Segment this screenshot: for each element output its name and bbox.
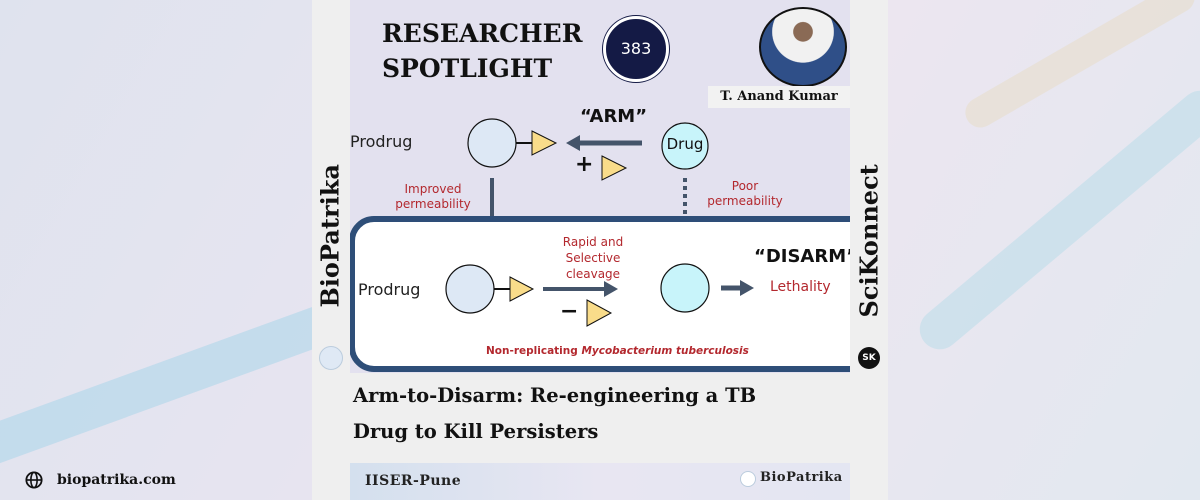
biopatrika-logo-icon — [319, 346, 343, 370]
disarm-label: “DISARM” — [754, 246, 850, 267]
cleavage-arrow — [604, 281, 618, 297]
article-title[interactable]: Arm-to-Disarm: Re-engineering a TB Drug … — [353, 384, 757, 443]
researcher-avatar — [759, 7, 847, 87]
arm-arrow — [566, 135, 580, 151]
prodrug-circle — [467, 118, 517, 168]
drug-circle — [661, 122, 709, 170]
dna-decoration — [911, 82, 1200, 358]
minus-sign: − — [560, 299, 579, 324]
poor-permeability: Poor permeability — [707, 179, 783, 208]
dna-decoration — [959, 0, 1200, 133]
bacterium-caption: Non-replicating Mycobacterium tuberculos… — [486, 345, 749, 357]
drug-label: Drug — [666, 135, 704, 153]
left-brand: BioPatrika — [315, 164, 345, 308]
graphical-abstract: RESEARCHER SPOTLIGHT 383 T. Anand Kumar … — [350, 0, 850, 373]
lethality-label: Lethality — [770, 279, 831, 295]
website-link[interactable]: biopatrika.com — [25, 471, 176, 489]
right-brand: SciKonnect — [854, 164, 884, 318]
institute: IISER-Pune — [365, 473, 462, 489]
sciKonnect-logo-icon: SK — [858, 347, 880, 369]
arm-label: “ARM” — [580, 106, 648, 127]
researcher-name: T. Anand Kumar — [708, 86, 850, 108]
website-text: biopatrika.com — [57, 472, 176, 488]
plus-sign: + — [575, 152, 594, 177]
footer-brand: BioPatrika — [760, 470, 843, 485]
improved-permeability: Improved permeability — [395, 182, 471, 211]
globe-icon — [25, 471, 43, 489]
bacterium-membrane — [350, 216, 850, 372]
spotlight-title: RESEARCHER SPOTLIGHT — [382, 19, 583, 83]
promoiety-triangle — [531, 130, 558, 156]
prodrug-label: Prodrug — [350, 132, 413, 151]
cleavage-label: Rapid and Selective cleavage — [562, 235, 624, 281]
issue-badge: 383 — [603, 16, 669, 82]
footer-band: IISER-Pune BioPatrika — [350, 463, 850, 500]
diagram-shapes — [350, 118, 850, 372]
footer-logo-icon — [740, 471, 756, 487]
prodrug-inner-label: Prodrug — [358, 280, 421, 299]
lethality-arrow — [740, 280, 754, 296]
